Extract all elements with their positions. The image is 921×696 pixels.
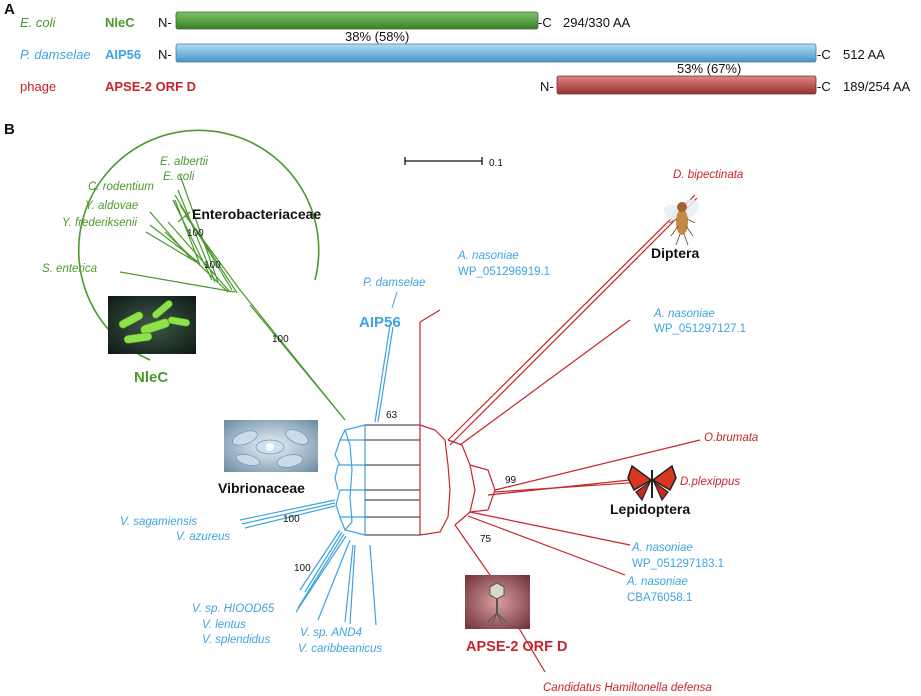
taxon-a-nasoniae-2-name: A. nasoniae (653, 308, 715, 320)
aip56-bar (175, 43, 817, 63)
nlec-bar (175, 11, 539, 30)
panel-b-label: B (4, 121, 15, 138)
taxon-v-lentus: V. lentus (202, 619, 246, 631)
protein-orfd: APSE-2 ORF D (105, 79, 196, 94)
taxon-hamiltonella: Candidatus Hamiltonella defensa (543, 682, 712, 694)
taxon-a-nasoniae-1-acc: WP_051296919.1 (458, 266, 550, 278)
taxon-a-nasoniae-4-acc: CBA76058.1 (627, 592, 692, 604)
aip56-length: 512 AA (843, 47, 885, 62)
species-ecoli: E. coli (20, 15, 57, 30)
orfd-n-terminus: N- (540, 79, 554, 94)
orfd-length: 189/254 AA (843, 79, 911, 94)
bootstrap-b2: 100 (204, 260, 221, 271)
taxon-v-splendidus: V. splendidus (202, 634, 270, 646)
group-aip56: AIP56 (359, 314, 401, 331)
aip56-n-terminus: N- (158, 47, 172, 62)
p-damselae-leader (391, 291, 398, 309)
nlec-c-terminus: -C (538, 15, 552, 30)
orfd-c-terminus: -C (817, 79, 831, 94)
taxon-o-brumata: O.brumata (704, 432, 758, 444)
orfd-bar (556, 75, 817, 95)
species-pdamselae: P. damselae (20, 47, 91, 62)
taxon-v-caribbeanicus: V. caribbeanicus (298, 643, 382, 655)
taxon-v-sagamiensis: V. sagamiensis (120, 516, 197, 528)
protein-nlec: NleC (105, 15, 135, 30)
central-network (365, 424, 420, 536)
taxon-a-nasoniae-2-acc: WP_051297127.1 (654, 323, 746, 335)
nlec-n-terminus: N- (158, 15, 172, 30)
scale-bar (404, 157, 483, 165)
taxon-v-sp-hiood65: V. sp. HIOOD65 (192, 603, 275, 615)
nlec-length: 294/330 AA (563, 15, 631, 30)
taxon-c-rodentium: C. rodentium (88, 181, 154, 193)
taxon-v-azureus: V. azureus (176, 531, 230, 543)
taxon-y-frederiksenii: Y. frederiksenii (62, 217, 137, 229)
taxon-a-nasoniae-3-name: A. nasoniae (631, 542, 693, 554)
taxon-p-damselae: P. damselae (363, 277, 425, 289)
group-diptera: Diptera (651, 245, 699, 261)
nlec-clade-arc (77, 129, 320, 361)
group-enterobacteriaceae: Enterobacteriaceae (192, 206, 321, 222)
identity-nlec-aip56: 38% (58%) (345, 29, 409, 44)
panel-a-label: A (4, 1, 15, 18)
bootstrap-b1: 100 (187, 228, 204, 239)
taxon-d-bipectinata: D. bipectinata (673, 169, 743, 181)
taxon-a-nasoniae-1-name: A. nasoniae (457, 250, 519, 262)
bootstrap-b8: 75 (480, 534, 492, 545)
taxon-a-nasoniae-4-name: A. nasoniae (626, 576, 688, 588)
bootstrap-b3: 100 (272, 334, 289, 345)
group-lepidoptera: Lepidoptera (610, 501, 690, 517)
taxon-s-enterica: S. enterica (42, 263, 97, 275)
identity-orfd-aip56: 53% (67%) (677, 61, 741, 76)
nlec-branches (119, 174, 346, 421)
protein-aip56: AIP56 (105, 47, 141, 62)
taxon-d-plexippus: D.plexippus (680, 476, 740, 488)
phage-image (465, 575, 530, 629)
fly-image (664, 199, 699, 246)
bootstrap-b5: 99 (505, 475, 517, 486)
vibrio-branches (239, 324, 394, 626)
bootstrap-b6: 100 (283, 514, 300, 525)
group-nlec: NleC (134, 369, 168, 386)
aip56-c-terminus: -C (817, 47, 831, 62)
bootstrap-b4: 63 (386, 410, 398, 421)
group-apse2: APSE-2 ORF D (466, 639, 568, 655)
species-phage: phage (20, 79, 56, 94)
butterfly-image (627, 464, 677, 502)
group-vibrionaceae: Vibrionaceae (218, 480, 305, 496)
taxon-e-coli: E. coli (163, 171, 195, 183)
scale-bar-label: 0.1 (489, 158, 503, 169)
taxon-y-aldovae: Y. aldovae (85, 200, 138, 212)
taxon-a-nasoniae-3-acc: WP_051297183.1 (632, 558, 724, 570)
taxon-e-albertii: E. albertii (160, 156, 208, 168)
bacteria-image (108, 296, 196, 354)
vibrio-image (224, 420, 318, 472)
bootstrap-b7: 100 (294, 563, 311, 574)
taxon-v-sp-and4: V. sp. AND4 (300, 627, 362, 639)
